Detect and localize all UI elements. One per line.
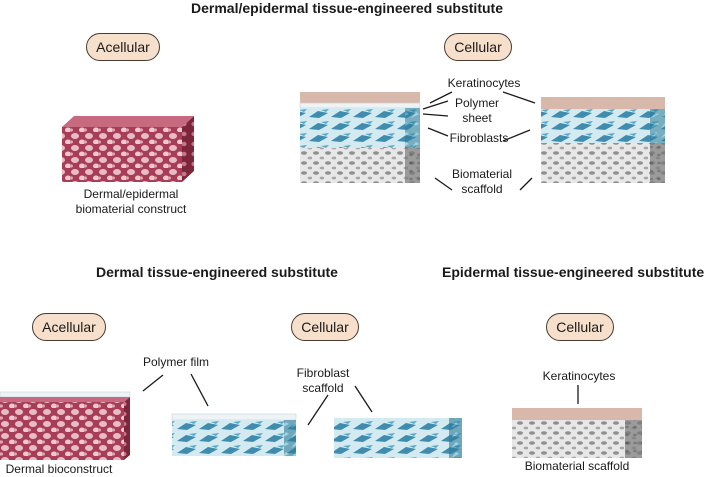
label-keratinocytes-bottom: Keratinocytes	[542, 369, 616, 383]
leader-lines-top	[422, 91, 536, 191]
label-polymer-film: Polymer film	[142, 355, 209, 369]
title-dermal: Dermal tissue-engineered substitute	[96, 264, 338, 280]
cellular-construct-right	[541, 97, 665, 183]
label-biomaterial-scaffold: Biomaterial scaffold	[451, 167, 513, 196]
leader-lines-bottom	[142, 373, 579, 426]
label-fibroblast-scaffold: Fibroblast scaffold	[296, 366, 350, 395]
dermal-epidermal-construct-block	[62, 116, 194, 182]
label-biomaterial-scaffold-bottom: Biomaterial scaffold	[524, 459, 630, 473]
pill-epidermal-cellular: Cellular	[546, 313, 614, 341]
label-dermal-epidermal-construct: Dermal/epidermal biomaterial construct	[75, 187, 187, 216]
fibroblast-film-block	[171, 413, 297, 456]
label-keratinocytes-top: Keratinocytes	[447, 76, 521, 90]
title-epidermal: Epidermal tissue-engineered substitute	[442, 264, 705, 280]
label-polymer-sheet: Polymer sheet	[454, 96, 499, 125]
pill-dermal-acellular: Acellular	[32, 313, 106, 341]
pill-top-acellular: Acellular	[86, 33, 160, 61]
pill-dermal-cellular: Cellular	[291, 313, 359, 341]
label-dermal-bioconstruct: Dermal bioconstruct	[5, 462, 113, 476]
cellular-construct-left	[299, 92, 421, 183]
epidermal-construct-block	[512, 408, 642, 458]
title-dermal-epidermal: Dermal/epidermal tissue-engineered subst…	[191, 0, 503, 16]
fibroblast-scaffold-block	[334, 418, 462, 458]
dermal-bioconstruct-block	[0, 391, 131, 460]
label-fibroblasts: Fibroblasts	[449, 131, 509, 145]
pill-top-cellular: Cellular	[444, 33, 512, 61]
